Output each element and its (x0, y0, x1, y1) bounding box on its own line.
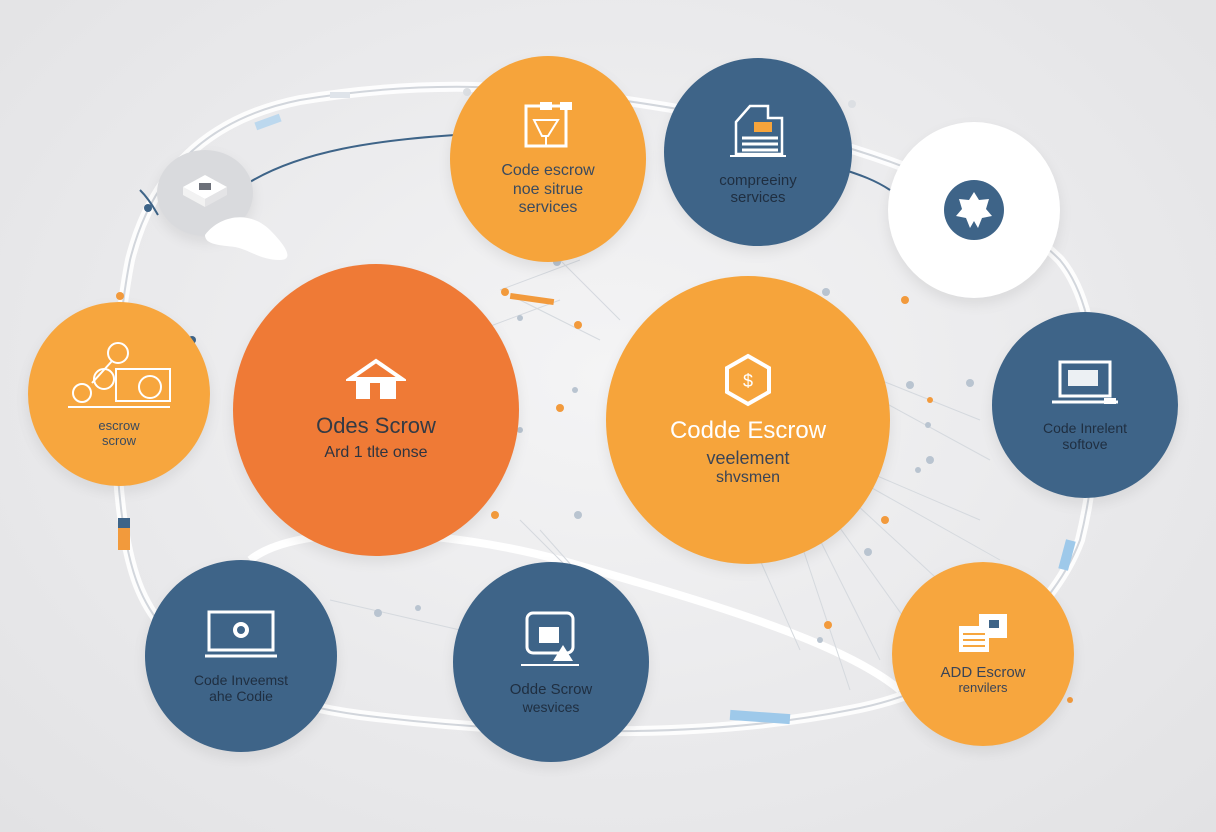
node-odde-scrow-services: Odde Scrow wesvices (453, 562, 649, 762)
node-odes-scrow-center: Odes Scrow Ard 1 tlte onse (233, 264, 519, 556)
node-label-line3: shvsmen (715, 468, 781, 486)
node-label-line2: veelement (706, 448, 790, 469)
node-label-line2: services (730, 189, 786, 206)
node-code-escrow-center: $ Codde Escrow veelement shvsmen (606, 276, 890, 564)
badge-icon (944, 180, 1004, 240)
network-dots (116, 88, 1133, 703)
node-label-line2: ahe Codie (209, 688, 273, 704)
node-code-escrow-services-top: Code escrow noe sitrue services (450, 56, 646, 262)
node-badge-white (888, 122, 1060, 298)
monitor-icon (205, 610, 277, 658)
node-subtitle: Ard 1 tlte onse (324, 444, 428, 462)
network-fan (329, 259, 1001, 691)
node-company-services: compreeiny services (664, 58, 852, 246)
link-navy-to-white (844, 169, 891, 191)
node-title: Codde Escrow (669, 416, 827, 444)
node-label-line2: wesvices (522, 698, 580, 715)
building-icon (524, 102, 572, 148)
node-label-line2: renvilers (958, 680, 1008, 696)
node-label-line1: Code escrow (501, 162, 595, 180)
node-label-line1: ADD Escrow (940, 663, 1026, 681)
node-label-line2: scrow (102, 433, 136, 448)
node-label-line1: compreeiny (719, 171, 797, 189)
document-stack-icon (959, 613, 1007, 652)
ring-accent-1 (254, 113, 282, 131)
node-add-escrow: ADD Escrow renvilers (892, 562, 1074, 746)
hexagon-dollar-icon: $ (725, 353, 771, 406)
link-left-ring (139, 189, 159, 216)
center-accent-bar (509, 292, 555, 306)
node-label-line1: Code Inrelent (1042, 419, 1128, 436)
node-label-line2: softove (1062, 436, 1108, 452)
cloud-tail-shape (205, 217, 288, 260)
svg-text:$: $ (743, 371, 753, 391)
node-label-line2: noe sitrue (512, 180, 584, 198)
ring-accent-4 (1058, 539, 1076, 571)
ring-accent-2 (330, 92, 350, 98)
ring-accent-3 (729, 709, 791, 725)
house-icon (346, 358, 406, 400)
link-gray-to-orange (244, 134, 456, 186)
money-flow-icon (68, 342, 171, 409)
laptop-icon (1052, 360, 1118, 404)
office-icon (730, 104, 786, 157)
lock-screen-icon (521, 611, 579, 667)
ring-accent-6 (118, 518, 130, 528)
node-label-line1: Code Inveemst (193, 671, 289, 688)
box-icon (183, 175, 227, 207)
node-label-line3: services (518, 199, 578, 217)
node-label-line1: Odde Scrow (509, 681, 593, 699)
node-title: Odes Scrow (316, 413, 436, 439)
node-code-inveemst: Code Inveemst ahe Codie (145, 560, 337, 752)
node-label-line1: escrow (98, 418, 140, 434)
node-escrow-left: escrow scrow (28, 302, 210, 486)
node-code-inrelent-software: Code Inrelent softove (992, 312, 1178, 498)
